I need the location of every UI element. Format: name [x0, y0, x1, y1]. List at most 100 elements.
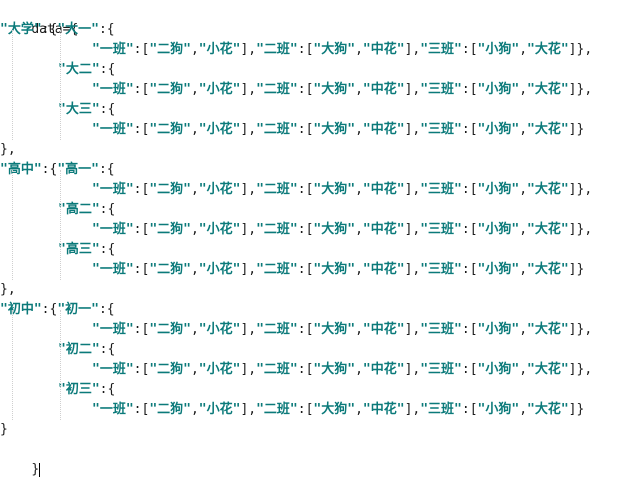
punctuation: :[ — [297, 322, 314, 337]
punctuation: , — [190, 42, 199, 57]
class-key: "一班" — [92, 222, 134, 237]
class-key: "三班" — [420, 82, 462, 97]
class-key: "三班" — [420, 222, 462, 237]
punctuation: :[ — [297, 182, 314, 197]
class-key: "二班" — [256, 222, 298, 237]
punctuation: , — [190, 82, 199, 97]
student-name: "小狗" — [477, 262, 520, 277]
punctuation: , — [248, 362, 257, 377]
punctuation: , — [412, 122, 421, 137]
class-key: "二班" — [256, 182, 298, 197]
punctuation: }, — [576, 42, 593, 57]
grade-key: "大二" — [58, 62, 100, 77]
class-key: "三班" — [420, 122, 462, 137]
punctuation: :{ — [98, 22, 115, 37]
student-name: "大花" — [527, 222, 569, 237]
punctuation: :{ — [99, 382, 116, 397]
punctuation: :{ — [98, 162, 115, 177]
text-cursor — [39, 462, 41, 477]
punctuation: :[ — [461, 182, 478, 197]
code-line-grade: "初三":{ — [58, 380, 115, 400]
punctuation: :[ — [133, 122, 150, 137]
indent-guide — [60, 30, 61, 140]
grade-key: "初三" — [58, 382, 100, 397]
punctuation: ] — [404, 82, 413, 97]
punctuation: , — [519, 262, 528, 277]
punctuation: ] — [568, 122, 577, 137]
punctuation: :[ — [297, 122, 314, 137]
punctuation: ] — [240, 122, 249, 137]
student-name: "大花" — [527, 42, 569, 57]
punctuation: ] — [568, 322, 577, 337]
student-name: "二狗" — [149, 402, 191, 417]
student-name: "中花" — [362, 222, 405, 237]
punctuation: , — [412, 82, 421, 97]
punctuation: :{ — [99, 62, 116, 77]
punctuation: :[ — [297, 82, 314, 97]
punctuation: } — [576, 402, 585, 417]
student-name: "二狗" — [149, 122, 191, 137]
punctuation: } — [576, 262, 585, 277]
punctuation: :[ — [133, 182, 150, 197]
class-key: "二班" — [256, 42, 298, 57]
punctuation: :[ — [297, 222, 314, 237]
student-name: "二狗" — [149, 222, 191, 237]
student-name: "中花" — [362, 82, 405, 97]
punctuation: :{ — [99, 202, 116, 217]
punctuation: , — [519, 362, 528, 377]
code-line-group-close: } — [0, 420, 8, 440]
grade-key: "初一" — [57, 302, 99, 317]
punctuation: :{ — [99, 242, 116, 257]
punctuation: :[ — [297, 262, 314, 277]
student-name: "大狗" — [313, 222, 356, 237]
class-key: "三班" — [420, 322, 462, 337]
code-line-closing: } — [0, 440, 41, 477]
punctuation: :[ — [461, 262, 478, 277]
punctuation: ] — [240, 222, 249, 237]
code-line-grade: "高中":{"高一":{ — [0, 160, 115, 180]
punctuation: ] — [404, 122, 413, 137]
code-line-classes: "一班":["二狗","小花"],"二班":["大狗","中花"],"三班":[… — [92, 40, 592, 60]
student-name: "小花" — [198, 82, 241, 97]
student-name: "小花" — [198, 362, 241, 377]
student-name: "小狗" — [477, 222, 520, 237]
group-key: "大学" — [0, 22, 42, 37]
student-name: "大狗" — [313, 322, 356, 337]
group-key: "初中" — [0, 302, 42, 317]
punctuation: :{ — [98, 302, 115, 317]
class-key: "二班" — [256, 362, 298, 377]
code-line-group-close: }, — [0, 140, 16, 160]
code-line-classes: "一班":["二狗","小花"],"二班":["大狗","中花"],"三班":[… — [92, 80, 592, 100]
punctuation: , — [355, 262, 363, 277]
code-line-grade: "大三":{ — [58, 100, 115, 120]
indent-guide — [12, 170, 13, 280]
punctuation: :[ — [297, 42, 314, 57]
code-editor[interactable]: data={ "大学":{"大一":{"一班":["二狗","小花"],"二班"… — [0, 0, 622, 477]
student-name: "小狗" — [477, 182, 520, 197]
punctuation: :[ — [461, 122, 478, 137]
punctuation: :[ — [461, 322, 478, 337]
class-key: "二班" — [256, 122, 298, 137]
class-key: "三班" — [420, 262, 462, 277]
student-name: "大花" — [527, 402, 569, 417]
punctuation: ] — [240, 42, 249, 57]
class-key: "一班" — [92, 122, 134, 137]
punctuation: , — [248, 122, 257, 137]
punctuation: ] — [240, 362, 249, 377]
student-name: "二狗" — [149, 82, 191, 97]
punctuation: , — [190, 322, 199, 337]
punctuation: ] — [404, 42, 413, 57]
punctuation: , — [355, 122, 363, 137]
grade-key: "大一" — [57, 22, 99, 37]
code-line-classes: "一班":["二狗","小花"],"二班":["大狗","中花"],"三班":[… — [92, 220, 592, 240]
student-name: "小花" — [198, 122, 241, 137]
punctuation: , — [190, 402, 199, 417]
punctuation: , — [248, 322, 257, 337]
class-key: "一班" — [92, 362, 134, 377]
punctuation: :[ — [133, 222, 150, 237]
punctuation: , — [190, 222, 199, 237]
student-name: "小花" — [198, 182, 241, 197]
grade-key: "初二" — [58, 342, 100, 357]
punctuation: ] — [240, 82, 249, 97]
punctuation: :{ — [99, 102, 116, 117]
